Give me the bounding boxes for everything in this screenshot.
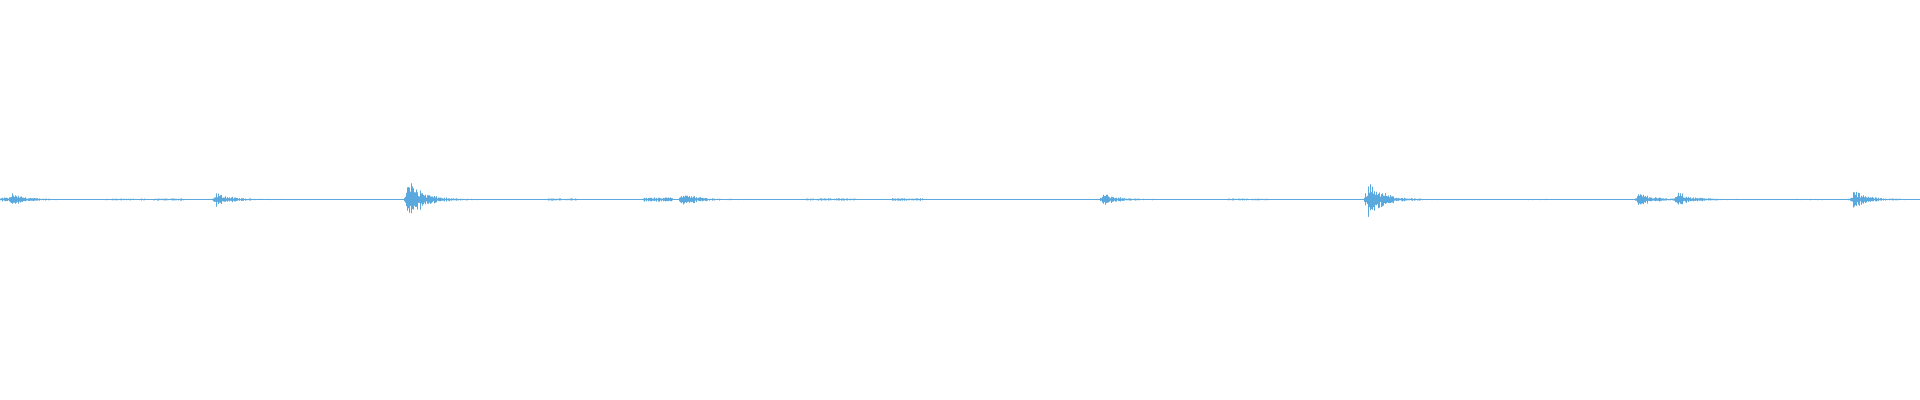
waveform-burst: [1098, 194, 1174, 205]
waveform-noise-segment: [643, 197, 673, 202]
waveform-noise-segment: [105, 198, 145, 201]
waveform-noise-segment: [1526, 198, 1547, 201]
waveform-burst: [403, 183, 479, 214]
waveform-noise-segment: [153, 198, 184, 201]
waveform-burst: [212, 193, 287, 207]
waveform-noise-segment: [1795, 198, 1825, 201]
waveform-noise-segment: [547, 198, 577, 201]
waveform-bursts: [6, 183, 1920, 217]
waveform-noise-segment: [892, 198, 923, 201]
waveform-burst: [1363, 184, 1439, 217]
waveform-burst: [6, 193, 82, 204]
waveform-noise-segment: [0, 197, 11, 202]
waveform-burst: [677, 195, 753, 205]
waveform-noise: [0, 197, 1825, 202]
waveform-noise-segment: [806, 198, 856, 201]
waveform-burst: [1848, 191, 1920, 208]
waveform-burst: [1672, 192, 1748, 205]
waveform-noise-segment: [1228, 198, 1269, 201]
